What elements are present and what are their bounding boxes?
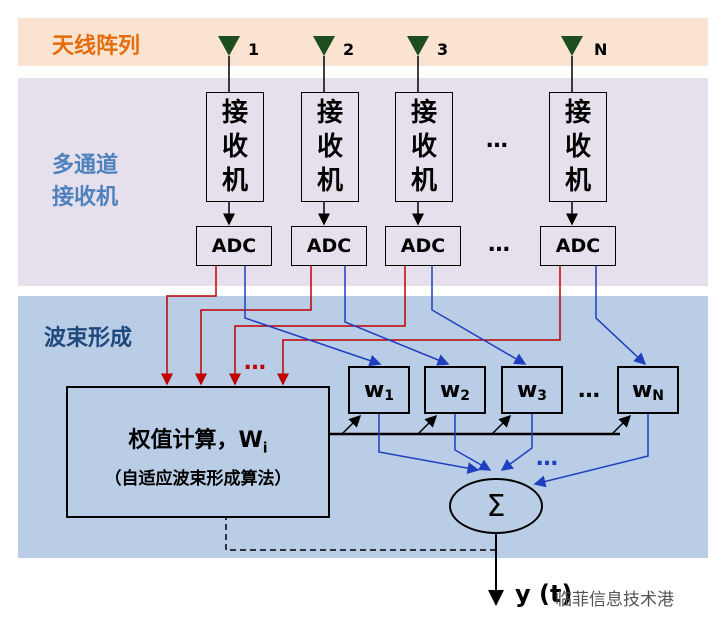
antenna-icon-n	[561, 36, 583, 92]
antenna-number-n: N	[594, 40, 608, 59]
adc-box-2: ADC	[291, 226, 367, 266]
receiver-label-line2: 接收机	[52, 185, 119, 210]
watermark-text: 临菲信息技术港	[555, 590, 674, 610]
weight-ellipsis: …	[578, 378, 600, 403]
receiver-box-n: 接收机	[549, 92, 607, 202]
receiver-ellipsis: …	[486, 128, 508, 153]
antenna-number-3: 3	[437, 40, 449, 59]
antenna-icon-3	[407, 36, 429, 92]
adc-box-n: ADC	[540, 226, 616, 266]
antenna-number-2: 2	[343, 40, 355, 59]
antenna-icon-2	[313, 36, 335, 92]
receiver-box-label: 接收机	[410, 98, 437, 196]
adaptive-beamforming-algorithm-label: （自适应波束形成算法）	[104, 469, 292, 490]
weight-calculation-box: 权值计算，Wi （自适应波束形成算法）	[66, 386, 330, 518]
summation-node: Σ	[449, 478, 543, 534]
sum-input-ellipsis: …	[536, 446, 558, 471]
antenna-band	[18, 18, 708, 66]
receiver-box-3: 接收机	[395, 92, 453, 202]
receiver-box-2: 接收机	[301, 92, 359, 202]
output-signal-label: y (t)	[515, 580, 573, 608]
receiver-box-1: 接收机	[206, 92, 264, 202]
beamforming-label: 波束形成	[44, 326, 133, 351]
receiver-box-label: 接收机	[316, 98, 343, 196]
receiver-box-label: 接收机	[564, 98, 591, 196]
adc-box-1: ADC	[196, 226, 272, 266]
adc-ellipsis: …	[488, 232, 510, 257]
red-ellipsis: …	[244, 350, 266, 375]
antenna-array-label: 天线阵列	[52, 34, 141, 59]
receiver-box-label: 接收机	[221, 98, 248, 196]
adc-box-3: ADC	[385, 226, 461, 266]
antenna-icon-1	[218, 36, 240, 92]
receiver-label-line1: 多通道	[52, 153, 119, 178]
weight-calculation-title: 权值计算，Wi	[128, 428, 268, 457]
multichannel-receiver-label: 多通道 接收机	[52, 150, 118, 214]
antenna-number-1: 1	[248, 40, 260, 59]
